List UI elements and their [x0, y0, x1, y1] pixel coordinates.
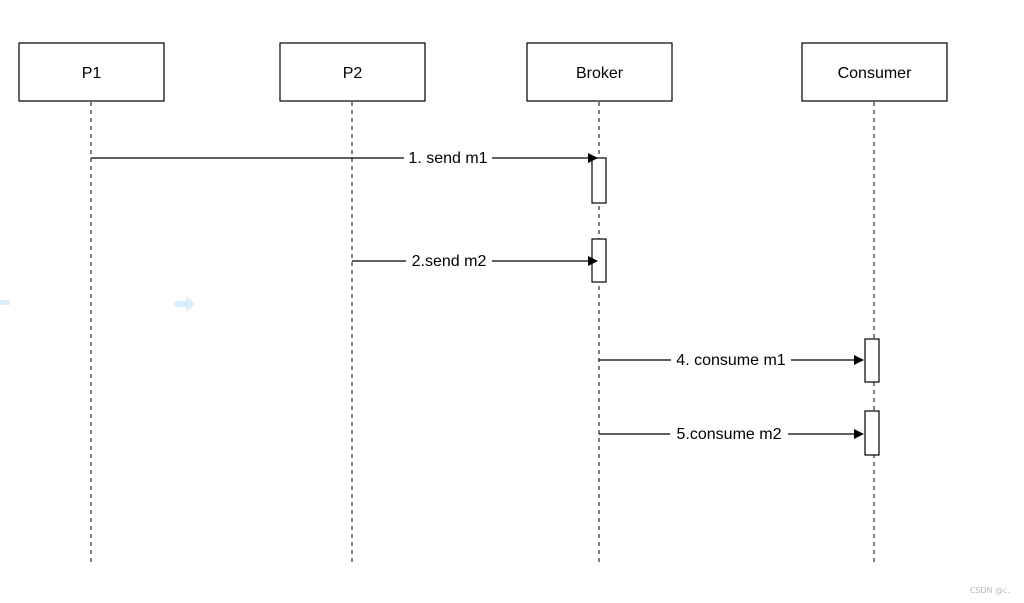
participant-consumer-label: Consumer: [838, 65, 912, 82]
message-consume-m1-label-bg: [671, 349, 791, 369]
message-send-m1-label-bg: [404, 147, 492, 167]
message-send-m2-label: 2.send m2: [412, 253, 487, 270]
message-consume-m1-label: 4. consume m1: [676, 352, 785, 369]
participant-p1-label: P1: [82, 65, 102, 82]
message-send-m1-label: 1. send m1: [408, 150, 487, 167]
participant-p1[interactable]: P1: [18, 42, 165, 102]
watermark: CSDN @c.: [969, 586, 1010, 595]
activation-consumer-1: [864, 338, 880, 383]
message-consume-m2[interactable]: 5.consume m2: [599, 423, 864, 443]
message-send-m1[interactable]: 1. send m1: [91, 147, 598, 167]
participant-broker[interactable]: Broker: [526, 42, 673, 102]
message-send-m2[interactable]: 2.send m2: [352, 250, 598, 270]
participant-broker-label: Broker: [576, 65, 624, 82]
message-consume-m1[interactable]: 4. consume m1: [599, 349, 864, 369]
participant-p2-label: P2: [343, 65, 363, 82]
message-consume-m2-label-bg: [670, 423, 788, 443]
participant-consumer[interactable]: Consumer: [801, 42, 948, 102]
participant-p2[interactable]: P2: [279, 42, 426, 102]
activation-consumer-2: [864, 410, 880, 456]
activation-broker-1: [591, 157, 607, 204]
faint-left-mark: [0, 300, 10, 305]
faint-arrow-icon: [174, 296, 196, 312]
message-consume-m2-label: 5.consume m2: [677, 426, 782, 443]
message-send-m2-label-bg: [406, 250, 492, 270]
